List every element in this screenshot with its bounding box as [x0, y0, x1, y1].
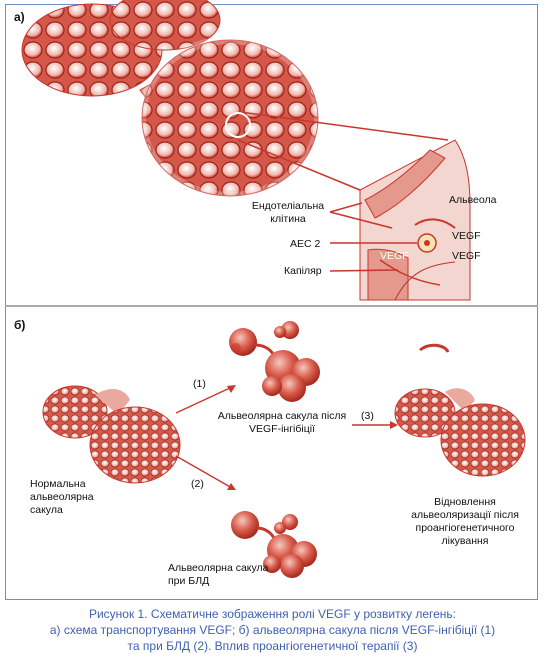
panel-divider	[5, 305, 538, 307]
zoom-line-top	[239, 111, 449, 141]
caption-line-3: та при БЛД (2). Вплив проангіогенетичної…	[127, 639, 418, 653]
panel-b-label: б)	[14, 318, 26, 332]
figure-caption: Рисунок 1. Схематичне зображення ролі VE…	[0, 606, 545, 654]
label-bld-saccule: Альвеолярна сакула при БЛД	[168, 562, 269, 587]
arrow-2	[175, 455, 236, 490]
saccule-normal	[42, 385, 181, 484]
panel-a-label: а)	[14, 10, 25, 24]
label-normal-saccule: Нормальна альвеолярна сакула	[30, 478, 94, 516]
arrow-3	[352, 421, 398, 429]
zoom-origin	[225, 112, 251, 138]
label-vegf-right-top: VEGF	[452, 230, 481, 242]
saccule-after-inhibition	[229, 321, 320, 402]
arrow-label-2: (2)	[191, 478, 204, 490]
alveolar-cluster-large	[21, 0, 322, 200]
zoom-line-bottom	[237, 139, 361, 191]
label-capillary: Капіляр	[284, 265, 322, 277]
label-aec2: АЕС 2	[290, 238, 321, 250]
caption-line-1: Рисунок 1. Схематичне зображення ролі VE…	[88, 607, 457, 621]
label-vegf-right-bottom: VEGF	[452, 250, 481, 262]
label-alveola: Альвеола	[449, 194, 497, 206]
arrow-1	[175, 385, 236, 414]
pointer-endothelial-2	[329, 211, 393, 229]
inset-magnified	[359, 139, 471, 301]
label-after-inhibition: Альвеолярна сакула після VEGF-інгібіції	[217, 410, 347, 435]
arrow-label-1: (1)	[193, 378, 206, 390]
saccule-bld	[231, 511, 317, 578]
pointer-capillary	[329, 269, 399, 272]
saccule-restored	[394, 343, 526, 477]
label-endothelial-cell: Ендотеліальна клітина	[251, 200, 325, 225]
arrow-label-3: (3)	[361, 410, 374, 422]
caption-line-2: а) схема транспортування VEGF; б) альвео…	[49, 623, 496, 637]
pointer-endothelial-1	[329, 202, 363, 213]
label-restoration: Відновлення альвеоляризації після проанг…	[411, 496, 519, 547]
label-vegf-capillary: VEGF	[380, 250, 409, 262]
